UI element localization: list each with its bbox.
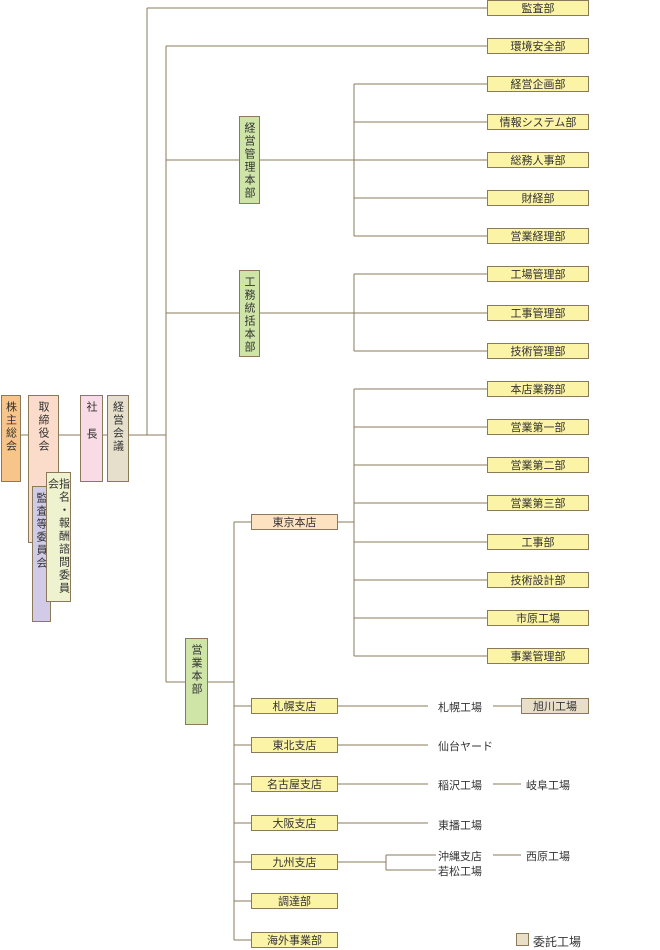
branch-okinawa: 沖縄支店 [438, 850, 482, 863]
dept-overseas: 海外事業部 [251, 932, 338, 948]
dept-keiei-4: 営業経理部 [487, 228, 589, 244]
dept-tokyo-1: 営業第一部 [487, 419, 589, 435]
legend-consigned-swatch [516, 933, 529, 946]
audit-committee-label: 監査等委員会 [35, 492, 48, 570]
dept-tokyo-0: 本店業務部 [487, 381, 589, 397]
branch-tohoku: 東北支店 [251, 737, 338, 753]
dept-audit: 監査部 [487, 0, 589, 16]
factory-gifu: 岐阜工場 [526, 779, 570, 792]
dept-komu-0: 工場管理部 [487, 266, 589, 282]
dept-keiei-1: 情報システム部 [487, 114, 589, 130]
factory-sapporo: 札幌工場 [438, 701, 482, 714]
dept-tokyo-2: 営業第二部 [487, 457, 589, 473]
dept-environment-safety: 環境安全部 [487, 38, 589, 54]
factory-nishihara: 西原工場 [526, 850, 570, 863]
hq-management: 経営管理本部 [239, 116, 260, 204]
shareholders-meeting-box: 株主総会 [1, 395, 21, 482]
dept-tokyo-3: 営業第三部 [487, 495, 589, 511]
branch-kyushu: 九州支店 [251, 854, 338, 870]
management-council-box: 経営会議 [107, 395, 129, 482]
factory-wakamatsu: 若松工場 [438, 865, 482, 878]
management-council-label: 経営会議 [111, 401, 125, 453]
dept-komu-1: 工事管理部 [487, 305, 589, 321]
factory-tobanri: 東播工場 [438, 819, 482, 832]
branch-sapporo: 札幌支店 [251, 698, 338, 714]
dept-keiei-2: 総務人事部 [487, 152, 589, 168]
hq-sales: 営業本部 [185, 638, 208, 725]
factory-asahikawa-consigned: 旭川工場 [521, 698, 589, 714]
branch-nagoya: 名古屋支店 [251, 776, 338, 792]
dept-komu-2: 技術管理部 [487, 343, 589, 359]
branch-tokyo-head-office: 東京本店 [251, 514, 338, 530]
dept-tokyo-5: 技術設計部 [487, 572, 589, 588]
legend-consigned-label: 委託工場 [533, 935, 582, 949]
factory-inazawa: 稲沢工場 [438, 779, 482, 792]
board-of-directors-label: 取締役会 [37, 401, 50, 453]
dept-tokyo-7: 事業管理部 [487, 648, 589, 664]
dept-keiei-0: 経営企画部 [487, 76, 589, 92]
dept-procurement: 調達部 [251, 893, 338, 909]
dept-tokyo-6: 市原工場 [487, 610, 589, 626]
nomination-committee-label: 指名・報酬諮問委員会 [46, 478, 71, 595]
hq-engineering: 工務統括本部 [239, 270, 260, 357]
branch-osaka: 大阪支店 [251, 815, 338, 831]
president-label: 社長 [85, 401, 98, 455]
dept-keiei-3: 財経部 [487, 190, 589, 206]
nomination-committee-box: 指名・報酬諮問委員会 [46, 472, 71, 602]
president-box: 社長 [80, 395, 103, 482]
factory-sendai-yard: 仙台ヤード [438, 740, 493, 753]
dept-tokyo-4: 工事部 [487, 534, 589, 550]
shareholders-meeting-label: 株主総会 [4, 401, 18, 453]
